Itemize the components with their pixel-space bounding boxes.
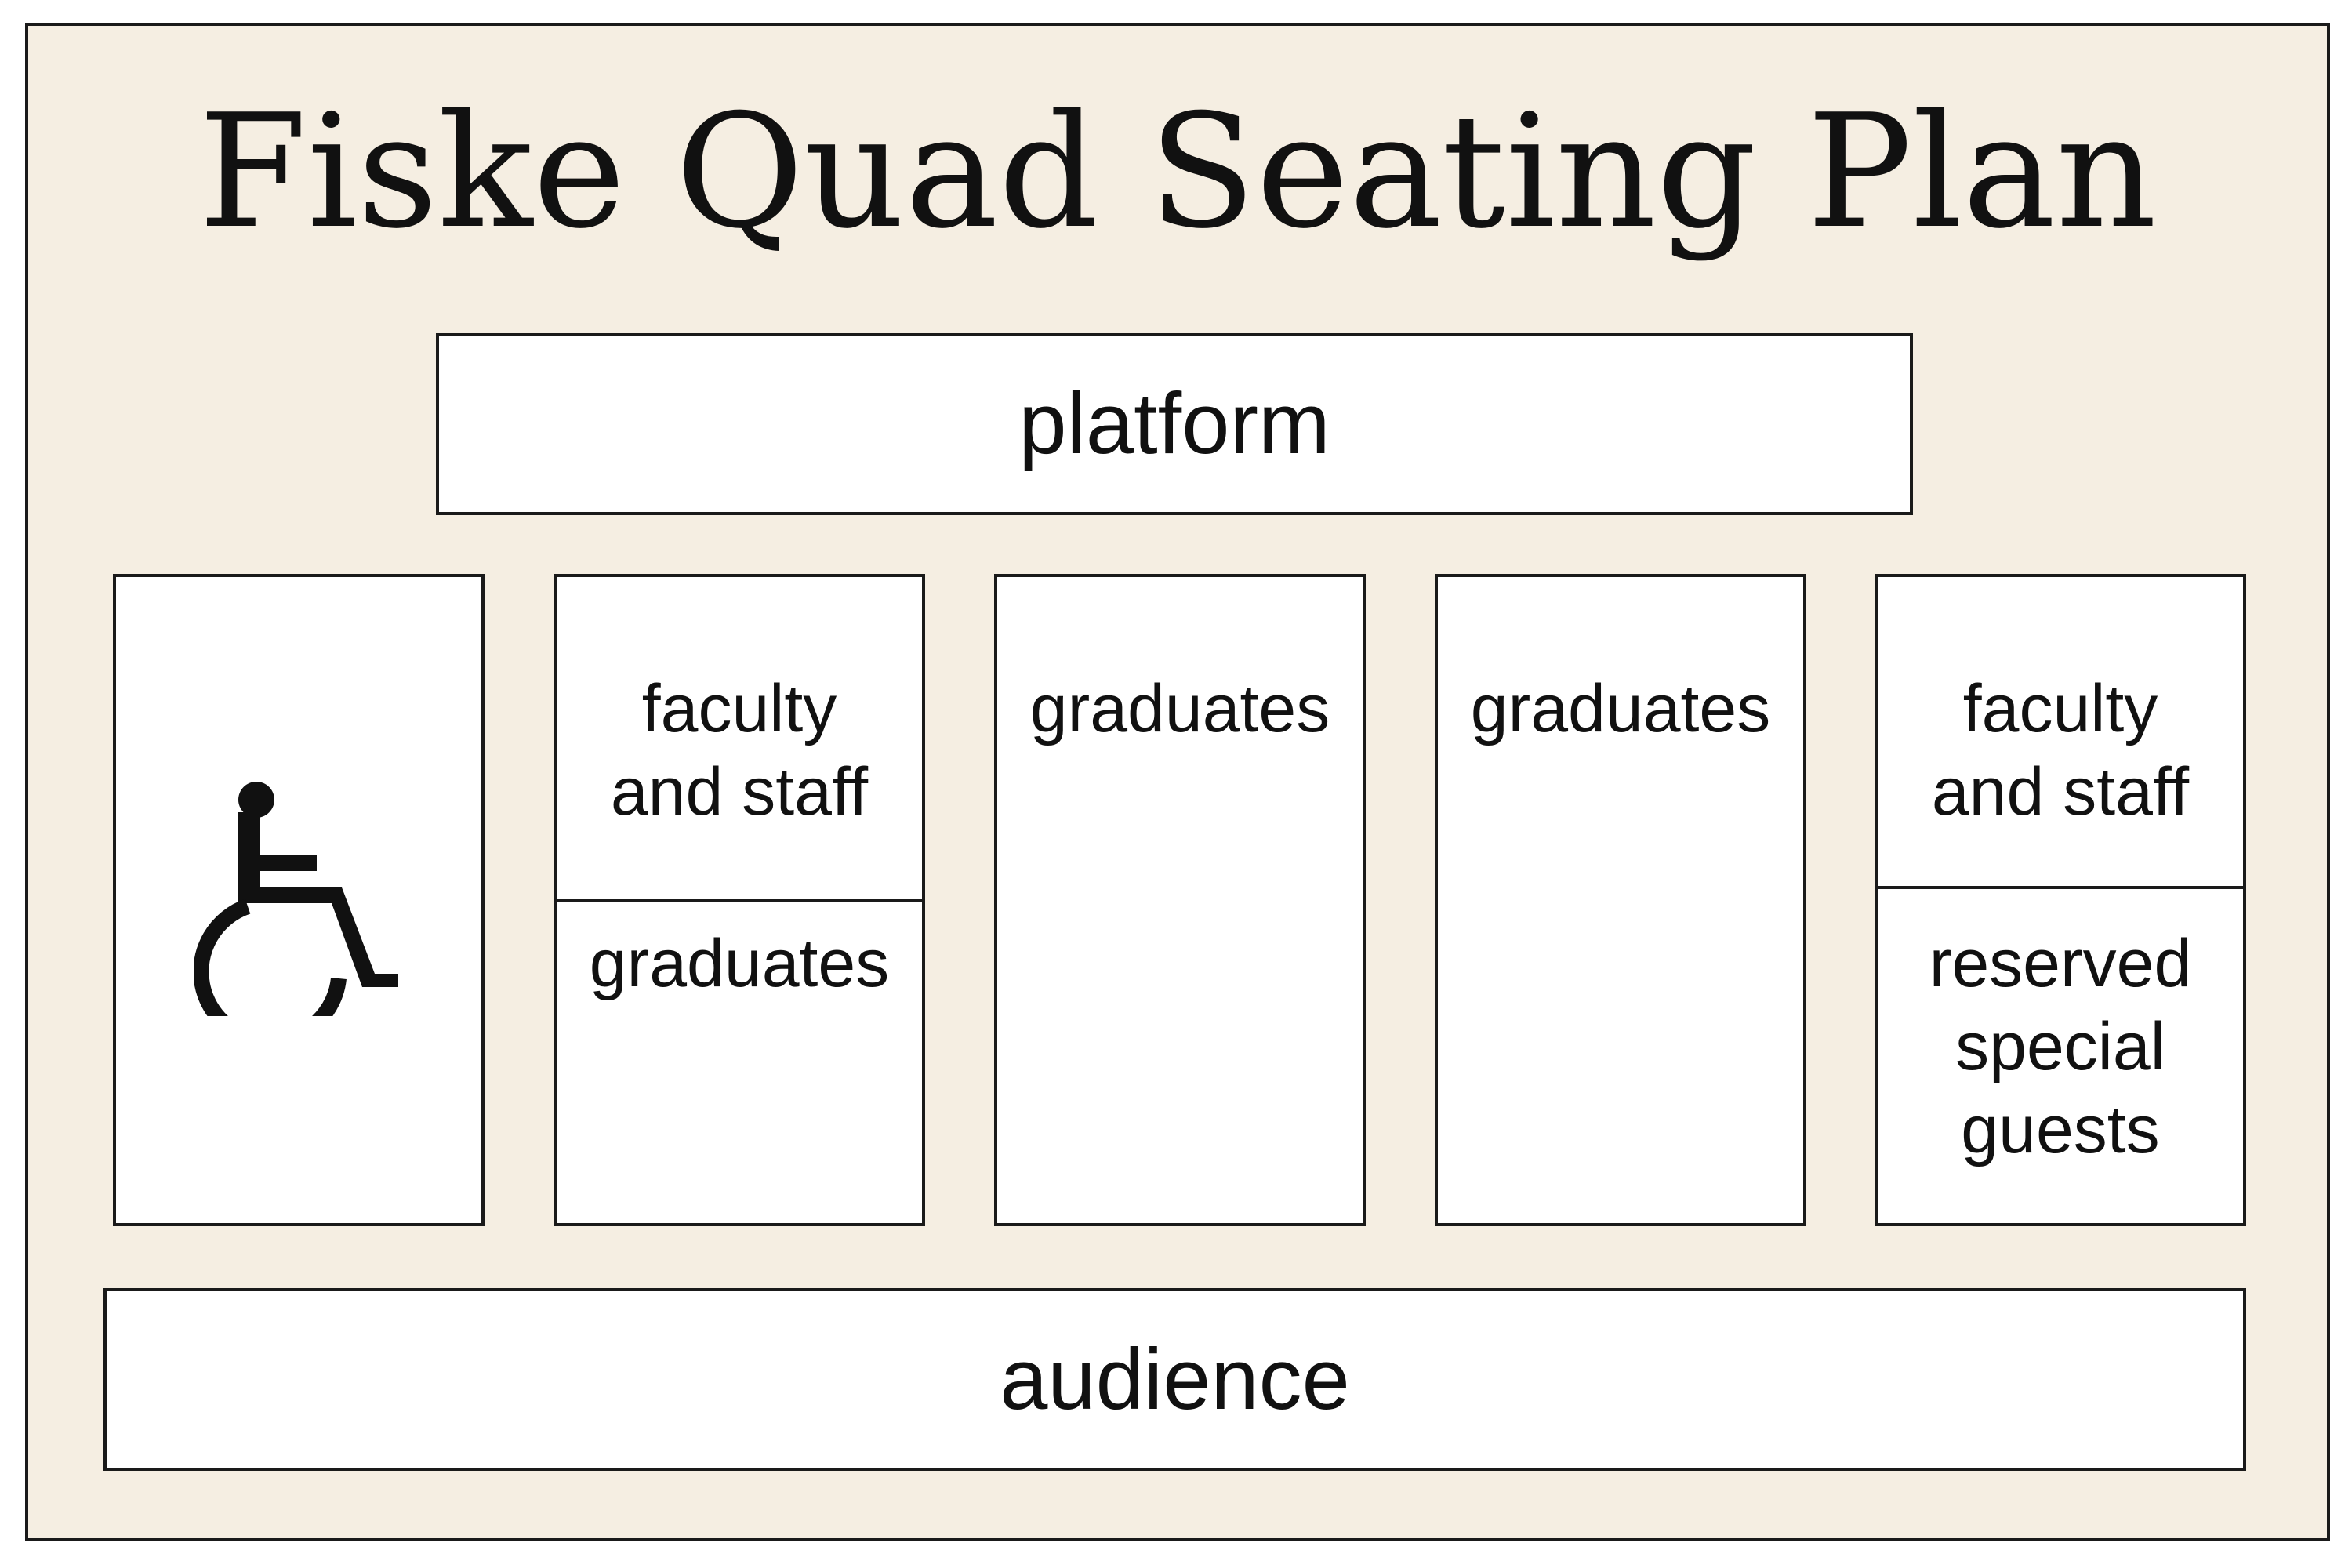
section-label: special <box>1955 1009 2165 1084</box>
seating-section-2: faculty and staff graduates <box>554 574 925 1226</box>
section-label: reserved <box>1929 926 2192 1001</box>
section-label: graduates <box>1470 671 1771 746</box>
platform-area: platform <box>436 333 1913 515</box>
reserved-guests-block: reserved special guests <box>1878 922 2243 1171</box>
wheelchair-icon <box>194 782 398 1016</box>
platform-label: platform <box>1018 376 1330 472</box>
section-divider <box>557 899 922 902</box>
accessible-seating-section <box>113 574 485 1226</box>
page-title: Fiske Quad Seating Plan <box>198 81 2158 263</box>
audience-label: audience <box>1000 1330 1350 1428</box>
section-label: graduates <box>589 926 890 1001</box>
section-label: and staff <box>610 754 869 829</box>
section-label: faculty <box>1962 671 2158 746</box>
graduates-block: graduates <box>557 922 922 1005</box>
seating-section-3: graduates <box>994 574 1366 1226</box>
faculty-staff-block: faculty and staff <box>557 667 922 833</box>
faculty-staff-block: faculty and staff <box>1878 667 2243 833</box>
seating-section-4: graduates <box>1435 574 1806 1226</box>
section-label: guests <box>1961 1092 2160 1167</box>
graduates-block: graduates <box>997 667 1363 750</box>
seating-section-5: faculty and staff reserved special guest… <box>1875 574 2246 1226</box>
graduates-block: graduates <box>1438 667 1803 750</box>
section-label: graduates <box>1029 671 1330 746</box>
section-label: and staff <box>1931 754 2190 829</box>
section-label: faculty <box>641 671 837 746</box>
section-divider <box>1878 886 2243 889</box>
audience-area: audience <box>103 1288 2246 1471</box>
